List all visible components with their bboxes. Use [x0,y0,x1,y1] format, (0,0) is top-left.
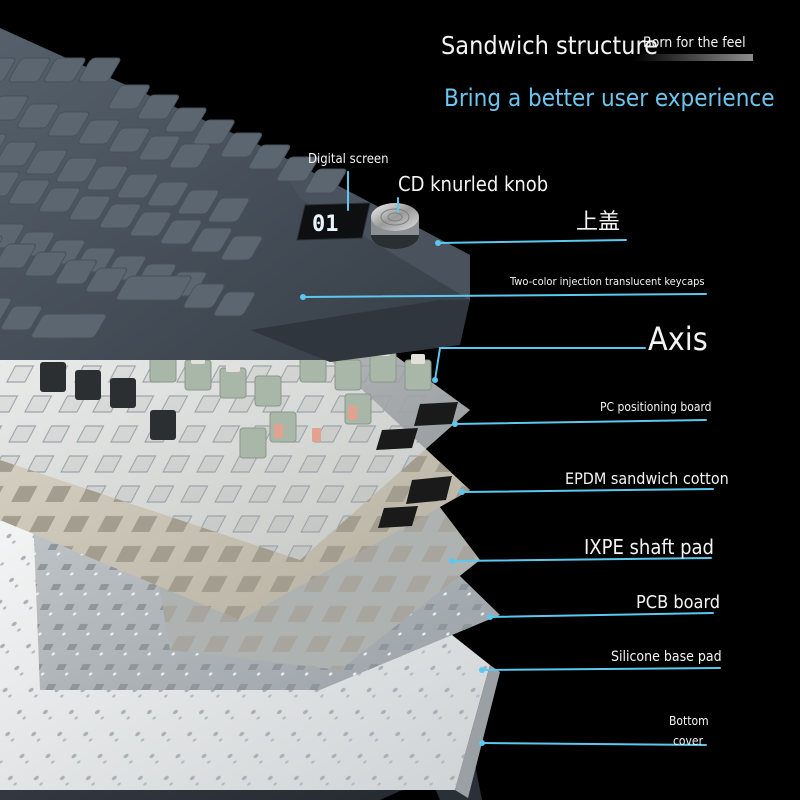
screen-readout: 01 [312,212,339,237]
switch-layer [40,346,432,459]
label-top-cover: 上盖 [576,210,621,235]
header-subtitle: Bring a better user experience [444,84,775,112]
label-silicone: Silicone base pad [611,649,722,665]
leader-lines [302,171,721,746]
header-title: Sandwich structure [441,31,659,60]
keycap-layer [0,57,347,339]
label-bottom-cover-line1: Bottom [669,714,709,728]
label-pc-board: PC positioning board [600,400,712,414]
label-digital-screen: Digital screen [308,152,389,167]
label-epdm: EPDM sandwich cotton [565,469,729,488]
label-bottom-cover-line2: cover [673,734,704,748]
label-axis: Axis [648,320,708,358]
digital-screen: 01 [296,202,371,241]
header-tagline: Born for the feel [643,35,746,51]
label-knob: CD knurled knob [398,172,549,196]
label-ixpe: IXPE shaft pad [584,535,714,559]
label-keycaps: Two-color injection translucent keycaps [510,275,705,288]
label-pcb: PCB board [636,592,721,613]
tagline-underline [633,54,753,61]
cd-knurled-knob [371,203,419,249]
